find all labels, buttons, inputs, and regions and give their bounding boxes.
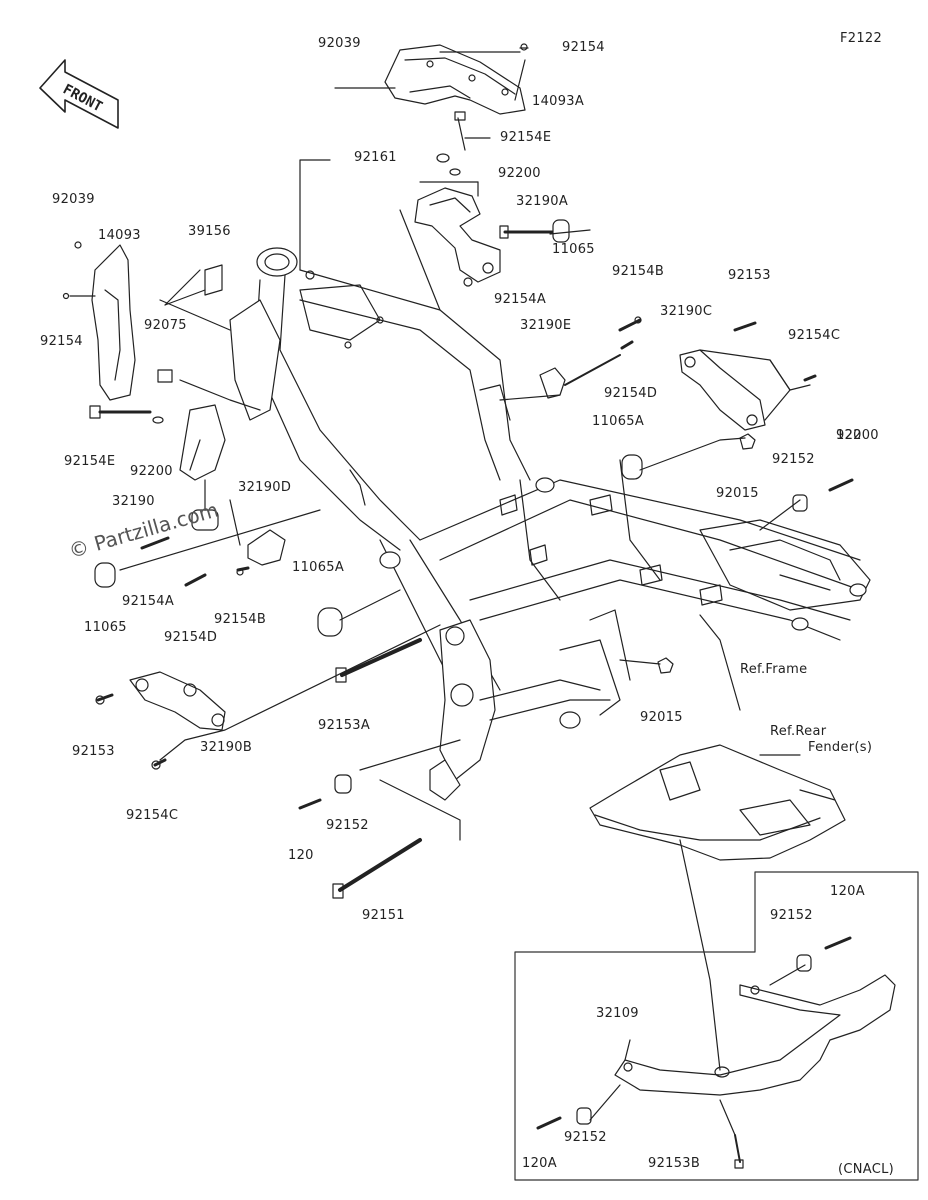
part-label[interactable]: 92075	[144, 318, 187, 333]
part-label[interactable]: 92154C	[788, 328, 841, 343]
part-label[interactable]: 92154E	[500, 130, 552, 145]
ref-fender-label: Fender(s)	[808, 740, 873, 755]
part-label[interactable]: 120A	[830, 884, 865, 899]
cover-14093	[92, 245, 135, 400]
part-label[interactable]: 92154C	[126, 808, 179, 823]
bracket-32190b	[130, 672, 225, 730]
part-label[interactable]: 92153	[72, 744, 115, 759]
part-label[interactable]: 92154D	[164, 630, 218, 645]
part-label[interactable]: 14093	[98, 228, 141, 243]
ref-frame-label: Ref.Frame	[740, 662, 808, 677]
part-label[interactable]: 92161	[354, 150, 397, 165]
part-label[interactable]: 11065	[84, 620, 127, 635]
bracket-32190	[180, 405, 225, 530]
part-label[interactable]: 32190A	[516, 194, 569, 209]
part-label[interactable]: 92154B	[612, 264, 665, 279]
part-label[interactable]: 11065A	[292, 560, 345, 575]
front-arrow-icon: FRONT	[40, 60, 118, 128]
part-label[interactable]: 92200	[498, 166, 541, 181]
part-label[interactable]: 39156	[188, 224, 231, 239]
part-label[interactable]: 92151	[362, 908, 405, 923]
part-label[interactable]: 92153A	[318, 718, 371, 733]
part-label[interactable]: 92039	[318, 36, 361, 51]
part-label[interactable]: 92154E	[64, 454, 116, 469]
part-label[interactable]: 92154	[562, 40, 605, 55]
part-label[interactable]: 92154	[40, 334, 83, 349]
bracket-32190a	[415, 188, 500, 286]
part-label[interactable]: 92154A	[122, 594, 175, 609]
part-label[interactable]: 14093A	[532, 94, 585, 109]
diagram-code: F2122	[840, 31, 883, 46]
part-label[interactable]: 92153	[728, 268, 771, 283]
part-label[interactable]: 92200	[836, 428, 879, 443]
cover-14093a	[385, 45, 525, 114]
part-label[interactable]: 92015	[640, 710, 683, 725]
part-label[interactable]: 92153B	[648, 1156, 701, 1171]
main-frame	[230, 248, 870, 800]
rear-fender	[590, 745, 845, 860]
ref-rear-label: Ref.Rear	[770, 724, 827, 739]
part-label[interactable]: 120	[836, 428, 862, 443]
part-label[interactable]: 92154D	[604, 386, 658, 401]
part-label[interactable]: 92200	[130, 464, 173, 479]
part-label[interactable]: 92152	[772, 452, 815, 467]
part-label[interactable]: 120	[288, 848, 314, 863]
part-label[interactable]: 32109	[596, 1006, 639, 1021]
part-label[interactable]: 92152	[770, 908, 813, 923]
part-label[interactable]: 120A	[522, 1156, 557, 1171]
part-label[interactable]: 92152	[326, 818, 369, 833]
part-label[interactable]: 32190D	[238, 480, 292, 495]
part-label[interactable]: 32190E	[520, 318, 572, 333]
inset-label: (CNACL)	[838, 1162, 895, 1177]
part-label[interactable]: 92154A	[494, 292, 547, 307]
grab-rail	[615, 975, 895, 1095]
part-label[interactable]: 92039	[52, 192, 95, 207]
part-label[interactable]: 32190	[112, 494, 155, 509]
part-label[interactable]: 92015	[716, 486, 759, 501]
part-label[interactable]: 92152	[564, 1130, 607, 1145]
part-label[interactable]: 32190C	[660, 304, 713, 319]
part-label[interactable]: 92154B	[214, 612, 267, 627]
part-label[interactable]: 11065A	[592, 414, 645, 429]
part-label[interactable]: 32190B	[200, 740, 253, 755]
part-label[interactable]: 11065	[552, 242, 595, 257]
bracket-32190c	[680, 350, 765, 430]
